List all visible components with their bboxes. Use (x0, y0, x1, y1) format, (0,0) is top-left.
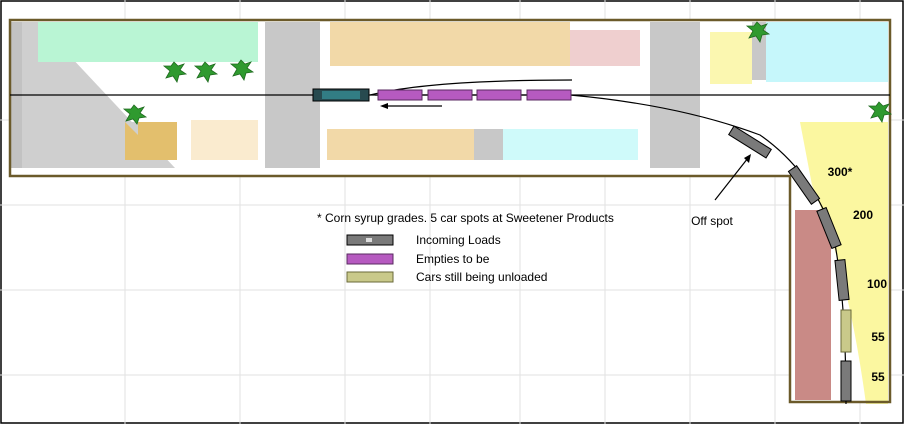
loaded-car (816, 206, 842, 250)
loaded-car (840, 360, 852, 402)
arrow-head (380, 103, 388, 109)
building-tan-bottom (327, 129, 474, 160)
off-spot-label: Off spot (691, 214, 733, 228)
spot-label: 55 (871, 330, 885, 344)
loaded-car (834, 259, 850, 301)
loaded-car (787, 165, 821, 205)
spot-label: 100 (867, 277, 887, 291)
building-gray-small (474, 129, 503, 160)
legend-swatch-unloading (346, 271, 394, 283)
legend-label: Empties to be (416, 252, 490, 266)
off-spot-leader (714, 157, 749, 201)
empty-car (427, 89, 473, 101)
spot-label: 55 (871, 370, 885, 384)
spot-label: 300* (828, 165, 853, 179)
note-text: * Corn syrup grades. 5 car spots at Swee… (317, 211, 614, 225)
building-gold-corner (125, 122, 138, 135)
empty-cars-group (377, 89, 572, 101)
spot-labels: 300* 200 100 55 55 (828, 165, 888, 384)
building-yellow-small (710, 32, 752, 84)
trees (122, 21, 893, 125)
legend-swatch-empty (346, 253, 394, 265)
building-tan-top (330, 22, 570, 66)
spot-label: 200 (853, 208, 873, 222)
empty-car (476, 89, 522, 101)
layout-edge (8, 18, 892, 404)
building-cyan-top (766, 22, 888, 82)
building-cyan-bottom (503, 129, 638, 160)
legend-swatch-marker (366, 238, 372, 242)
legend-label: Cars still being unloaded (416, 270, 547, 284)
building-mint (38, 22, 258, 62)
tree-icon (162, 61, 188, 83)
legend: Incoming Loads Empties to be Cars still … (346, 233, 547, 284)
empty-car (377, 89, 423, 101)
unloading-car (840, 309, 852, 353)
tree-icon (229, 59, 255, 81)
tree-icon (745, 21, 771, 43)
loaded-car (728, 125, 772, 159)
tree-icon (122, 104, 148, 125)
loaded-cars-group (728, 125, 852, 402)
legend-label: Incoming Loads (416, 233, 501, 247)
tree-icon (867, 101, 893, 123)
off-spot-arrowhead (744, 154, 751, 163)
empty-car (526, 89, 572, 101)
brick-building (795, 210, 831, 400)
locomotive-cab (322, 91, 360, 99)
tree-icon (193, 61, 219, 83)
building-cream (191, 120, 258, 160)
building-pink (570, 30, 640, 66)
